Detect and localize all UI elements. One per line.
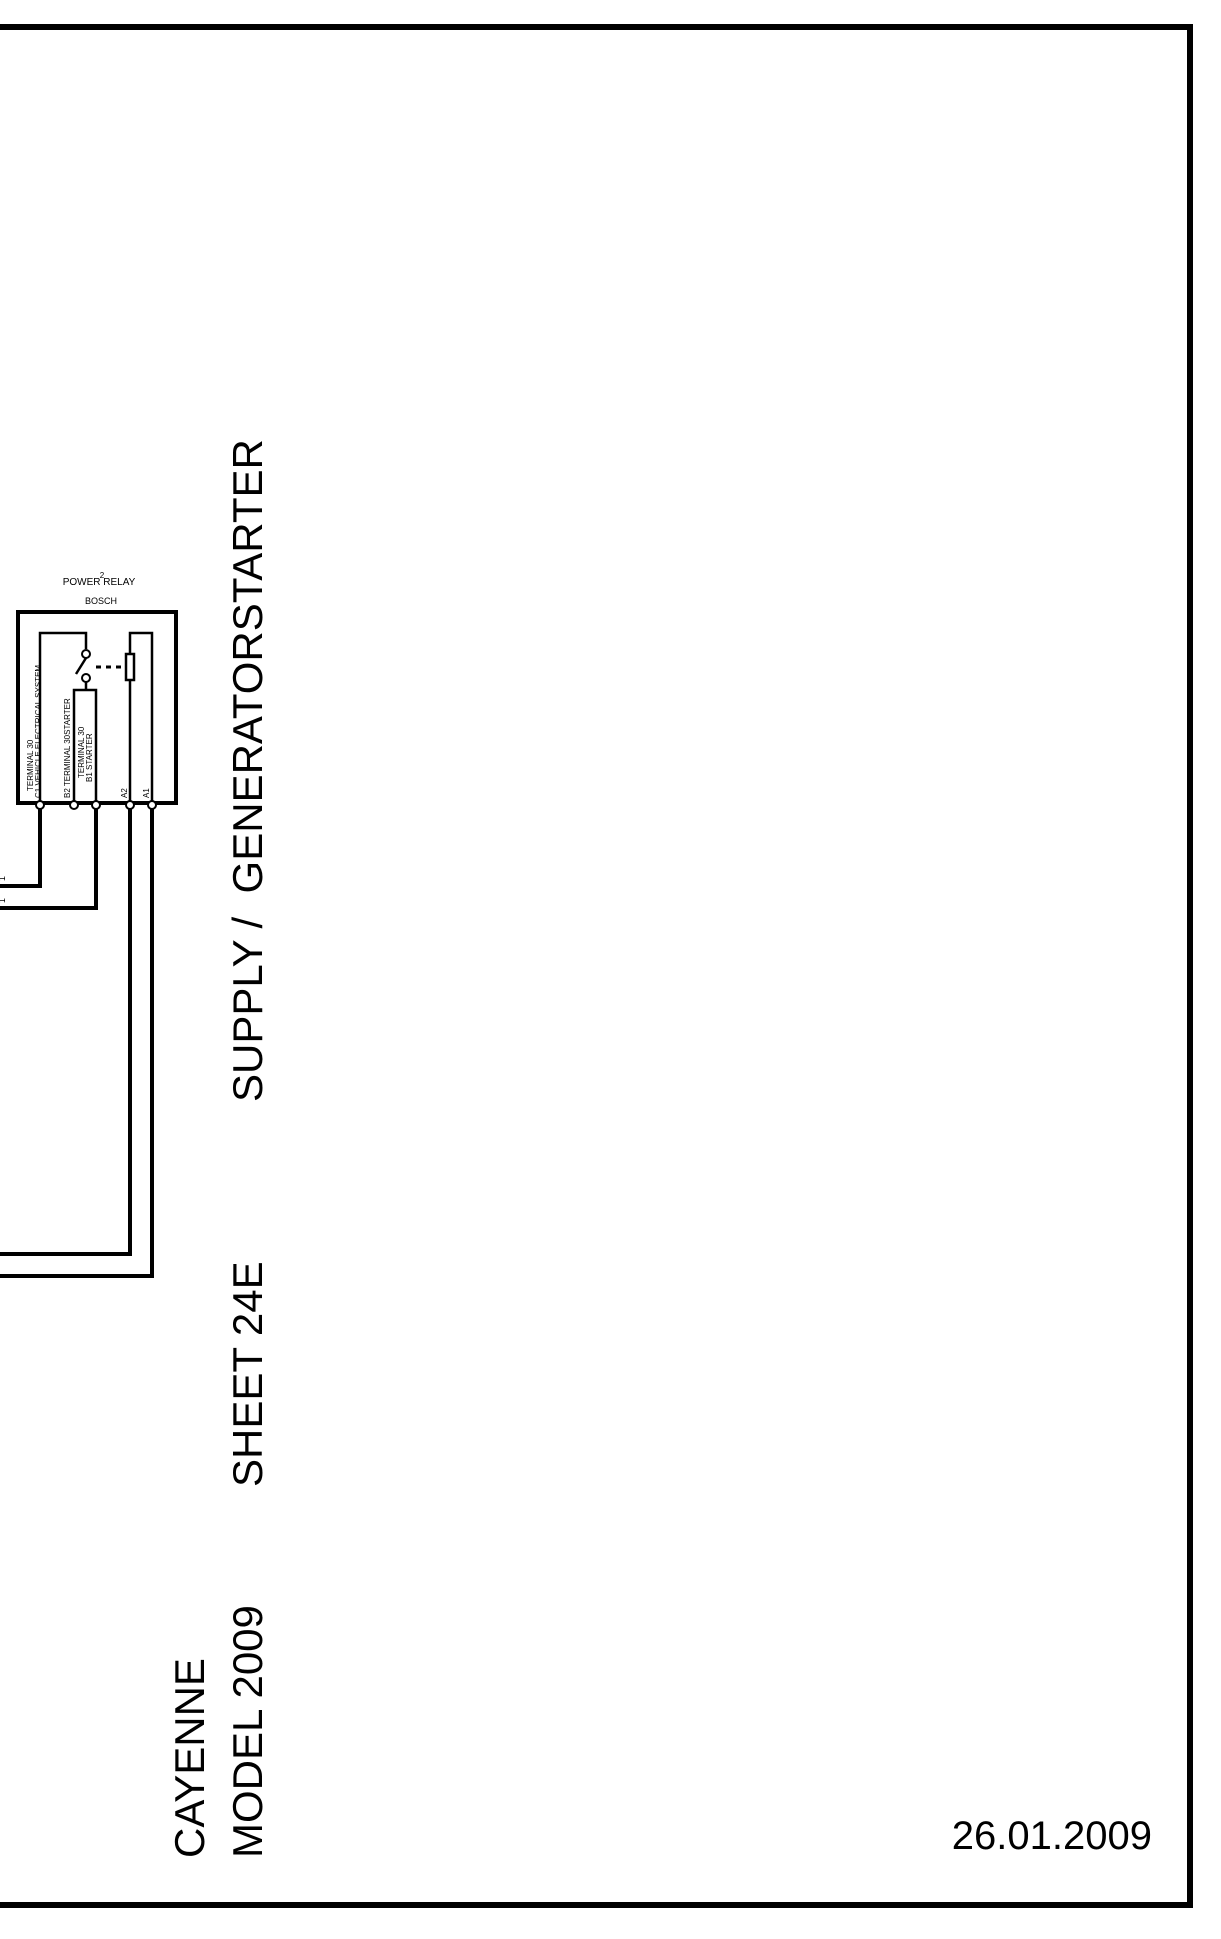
relay-name: POWER RELAY [63,577,136,588]
relay-pin-b2 [69,800,79,810]
title-sheet-subject: SUPPLY / GENERATORSTARTER [224,439,271,1102]
pin-label-b1-terminal: TERMINAL 30 [77,726,86,778]
relay-pin-b1 [91,800,101,810]
pin-label-c1-terminal: TERMINAL 30 [26,739,35,791]
sheet-frame [0,24,1193,1908]
relay-switch-pivot-bottom [81,673,91,683]
pin-label-b2: B2 TERMINAL 30STARTER [63,698,72,798]
sheet-date: 26.01.2009 [952,1814,1152,1858]
title-model-name: CAYENNE [166,1658,213,1858]
relay-coil [124,652,136,682]
wire-b1 [0,809,98,910]
relay-pin-c1 [35,800,45,810]
pin-label-c1: C1 VEHICLE ELECTRICAL SYSTEM [34,665,43,798]
relay-pin-a2 [125,800,135,810]
relay-switch-blade [74,657,88,675]
relay-switch-pivot-top [81,649,91,659]
title-sheet-number: SHEET 24E [224,1261,271,1487]
wire-mark-lower: 1 [0,898,7,903]
pin-label-a1: A1 [142,788,151,798]
relay-number: 2 [100,571,105,580]
relay-pin-a1 [147,800,157,810]
wire-mark-upper: 1 [0,876,7,881]
relay-coil-wiring-top [128,631,154,803]
wire-c1 [0,809,42,888]
relay-maker: BOSCH [85,596,117,606]
relay-contact-c1 [38,631,88,803]
pin-label-a2: A2 [120,788,129,798]
wire-a2 [0,809,132,1256]
wire-a1 [0,809,154,1278]
title-model-year: MODEL 2009 [224,1605,271,1858]
pin-label-b1: B1 STARTER [85,733,94,782]
